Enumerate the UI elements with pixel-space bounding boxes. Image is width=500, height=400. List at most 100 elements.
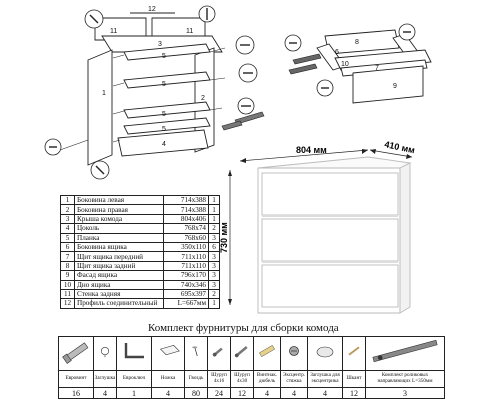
callout-11: 11 [110, 28, 117, 35]
part-size: 796x170 [163, 270, 209, 281]
callout-9: 9 [393, 83, 397, 90]
parts-number: 1 [60, 194, 75, 206]
part-name: Крыша комода [74, 213, 164, 225]
part-quantity: 1 [208, 204, 220, 215]
parts-number: 11 [60, 288, 75, 300]
drawer-front[interactable] [261, 264, 399, 308]
slide-rail [288, 63, 318, 75]
callout-10: 10 [341, 61, 349, 68]
part-quantity: 6 [208, 241, 220, 253]
callout-2: 2 [201, 95, 205, 102]
parts-number: 4 [60, 223, 75, 234]
hardware-quantity: 1 [116, 387, 152, 399]
wood-dowel-icon [342, 336, 366, 371]
parts-number: 3 [60, 213, 75, 225]
hardware-label: Заглушка [93, 370, 117, 388]
dowel-icon [253, 336, 281, 371]
callout-7: 7 [375, 65, 379, 72]
callout-8: 8 [355, 39, 359, 46]
screw-short-icon [207, 336, 231, 371]
width-dimension-label: 804 мм [296, 145, 327, 155]
drawer-front[interactable] [261, 218, 399, 262]
drawer-bottom [334, 49, 432, 71]
part-size: 714x388 [163, 204, 209, 215]
callout-4: 4 [162, 141, 166, 148]
cam-cap-icon [307, 336, 343, 371]
hardware-label: Шкант [342, 370, 366, 388]
parts-number: 5 [60, 232, 75, 243]
part-size: 804x406 [163, 213, 209, 225]
part-name: Щит ящика задний [74, 260, 164, 272]
hardware-quantity: 4 [151, 387, 185, 399]
parts-number: 7 [60, 251, 75, 262]
drawer-facade [352, 65, 424, 104]
callout-6: 6 [335, 49, 339, 56]
part-size: 740x346 [163, 279, 209, 290]
part-name: Стенка задняя [74, 288, 164, 300]
carcass-exploded-view: 1 2 3 4 5 5 5 5 11 11 12 [44, 5, 265, 180]
hardware-quantity: 4 [253, 387, 281, 399]
parts-number: 8 [60, 260, 75, 272]
back-panel-11 [94, 17, 206, 41]
hardware-label: Евровинт [58, 370, 94, 388]
hardware-label: Шуруп 4x16 [207, 370, 231, 388]
hardware-kit-title: Комплект фурнитуры для сборки комода [148, 322, 339, 334]
callout-5: 5 [162, 81, 166, 88]
part-quantity: 1 [208, 194, 220, 206]
hex-key-icon [116, 336, 152, 371]
part-quantity: 3 [208, 251, 220, 262]
part-quantity: 3 [208, 270, 220, 281]
hardware-label: Евроключ [116, 370, 152, 388]
hardware-label: Комплект роликовых направляющих L=350мм [365, 370, 445, 388]
part-quantity: 2 [208, 223, 220, 234]
callout-1: 1 [102, 90, 106, 97]
hardware-quantity: 3 [365, 387, 445, 399]
hardware-quantity: 16 [58, 387, 94, 399]
part-name: Фасад ящика [74, 270, 164, 281]
hardware-label: Гвоздь [184, 370, 208, 388]
parts-number: 10 [60, 279, 75, 290]
part-quantity: 3 [208, 232, 220, 243]
part-name: Планка [74, 232, 164, 243]
part-size: 768x74 [163, 223, 209, 234]
parts-number: 12 [60, 298, 75, 309]
drawer-slide-icon [365, 336, 445, 371]
part-size: L=667мм [163, 298, 209, 309]
callout-12: 12 [148, 6, 156, 13]
part-quantity: 1 [208, 298, 220, 309]
nail-icon [184, 336, 208, 371]
part-quantity: 2 [208, 288, 220, 300]
callout-11: 11 [186, 28, 193, 35]
drawer-exploded-view: 6 7 8 9 10 [284, 23, 432, 104]
part-name: Боковина ящика [74, 241, 164, 253]
drawer-front[interactable] [261, 172, 399, 216]
hardware-quantity: 80 [184, 387, 208, 399]
eurovint-icon [58, 336, 94, 371]
part-size: 714x388 [163, 194, 209, 206]
hardware-label: Заглушка для эксцентрика [307, 370, 343, 388]
slide-rail [292, 53, 322, 65]
part-name: Профиль соединительный [74, 298, 164, 309]
dresser-top [257, 156, 412, 169]
part-quantity: 1 [208, 213, 220, 225]
part-name: Щит ящика передний [74, 251, 164, 262]
part-quantity: 3 [208, 279, 220, 290]
part-size: 695x397 [163, 288, 209, 300]
hardware-label: Шуруп 4x30 [230, 370, 254, 388]
foot-icon [151, 336, 185, 371]
height-dimension-label: 730 мм [220, 222, 229, 253]
hardware-quantity: 12 [230, 387, 254, 399]
part-size: 768x60 [163, 232, 209, 243]
hardware-label: Ножка [151, 370, 185, 388]
callout-3: 3 [158, 41, 162, 48]
